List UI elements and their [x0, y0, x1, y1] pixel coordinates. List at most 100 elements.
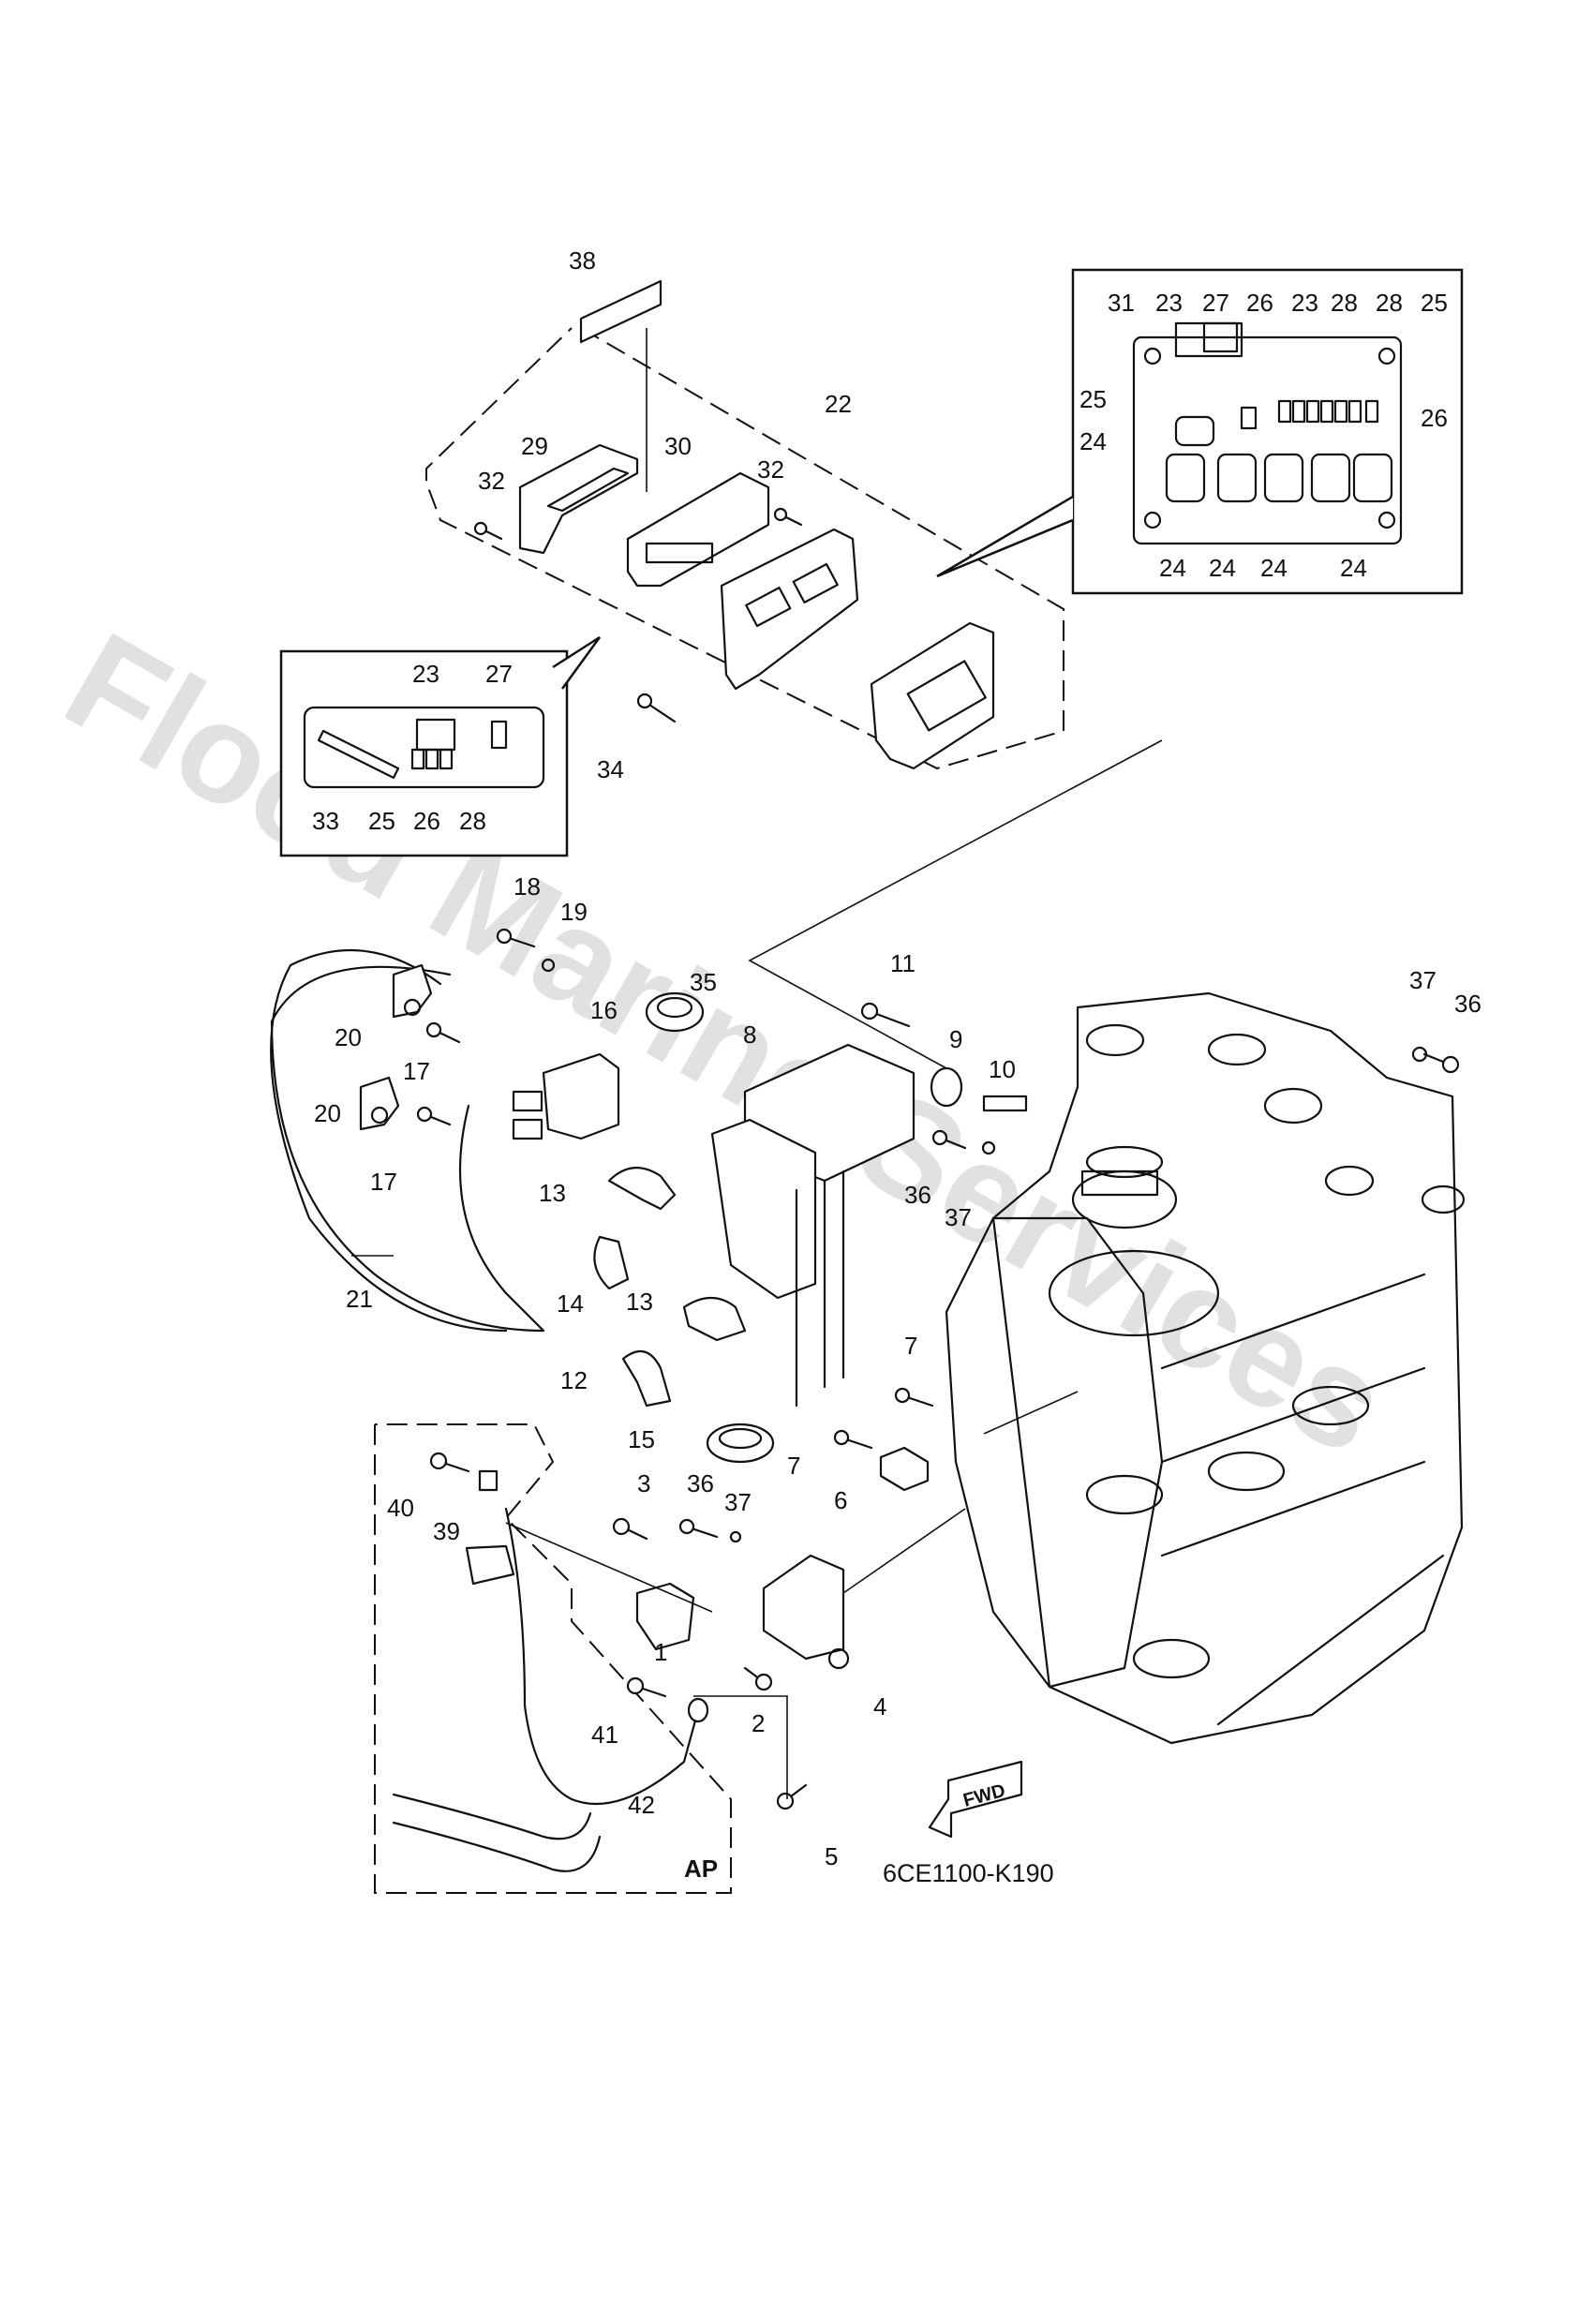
inset-callout-26a: 26 — [1246, 289, 1273, 317]
callout-37-lower: 37 — [724, 1488, 752, 1516]
grommet-35 — [645, 991, 705, 1033]
bolt-36-right — [1422, 1052, 1460, 1074]
washer-37-right — [1411, 1046, 1428, 1063]
callout-35: 35 — [690, 968, 717, 996]
callout-41: 41 — [591, 1721, 618, 1749]
callout-17-upper: 17 — [403, 1057, 430, 1085]
bolt-41 — [626, 1676, 667, 1698]
inset-callout-25b: 25 — [1079, 385, 1107, 413]
ecm-unit — [626, 471, 770, 588]
engine-block — [945, 991, 1466, 1745]
bolt-3 — [612, 1517, 648, 1541]
callout-29: 29 — [521, 432, 548, 460]
clamp-15 — [706, 1423, 775, 1464]
ap-label: AP — [684, 1855, 718, 1883]
callout-40: 40 — [387, 1494, 414, 1522]
inset-callout-23a: 23 — [1155, 289, 1183, 317]
inset-callout-25a: 25 — [1421, 289, 1448, 317]
callout-21: 21 — [346, 1285, 373, 1313]
clamp-13-lower — [682, 1296, 747, 1342]
bolt-2 — [743, 1666, 773, 1691]
callout-8: 8 — [743, 1020, 756, 1049]
callout-6: 6 — [834, 1486, 847, 1514]
cable-42 — [392, 1507, 709, 1872]
bolt-5 — [776, 1783, 808, 1810]
callout-15: 15 — [628, 1425, 655, 1453]
collar-10 — [982, 1095, 1028, 1112]
callout-19: 19 — [560, 898, 588, 926]
bolts-17-18 — [416, 928, 556, 1126]
inset-callout-23c: 23 — [412, 660, 439, 688]
ap-region-outline — [374, 1423, 732, 1894]
callout-37-mid: 37 — [945, 1203, 972, 1231]
callout-10: 10 — [989, 1055, 1016, 1083]
sensor-20-lower — [359, 1076, 400, 1131]
callout-32-left: 32 — [478, 467, 505, 495]
clamp-12 — [621, 1349, 672, 1408]
clamp-14 — [593, 1235, 630, 1290]
callout-13-upper: 13 — [539, 1179, 566, 1207]
ecm-bracket — [720, 528, 859, 691]
screw-32a — [473, 521, 503, 541]
bolt-36-lower — [678, 1518, 719, 1539]
callout-7-lower: 7 — [787, 1452, 800, 1480]
callout-18: 18 — [514, 872, 541, 901]
inset-callout-26b: 26 — [1421, 404, 1448, 432]
ecm-assembly-outline — [425, 327, 1064, 770]
inset-callout-28c: 28 — [459, 807, 486, 835]
callout-20-upper: 20 — [335, 1023, 362, 1051]
callout-4: 4 — [873, 1692, 886, 1721]
callout-17-lower: 17 — [370, 1168, 397, 1196]
ecm-cover — [518, 443, 639, 555]
bracket-8 — [710, 1043, 916, 1408]
callout-labels: 38 22 29 30 32 32 34 31 23 27 26 23 28 2… — [312, 246, 1481, 1870]
inset-callout-27b: 27 — [485, 660, 513, 688]
inset-callout-25c: 25 — [368, 807, 395, 835]
callout-11: 11 — [890, 949, 916, 977]
bolt-7-lower — [833, 1429, 873, 1450]
ecm-label-plate — [579, 279, 662, 344]
inset-callout-24e: 24 — [1340, 554, 1367, 582]
inset-callout-23b: 23 — [1291, 289, 1318, 317]
callout-7-upper: 7 — [904, 1332, 917, 1360]
callout-38: 38 — [569, 246, 596, 275]
terminal-39 — [478, 1469, 499, 1492]
inset-callout-26c: 26 — [413, 807, 440, 835]
fuse-box-detail-inset — [936, 268, 1464, 595]
callout-37-right: 37 — [1409, 966, 1437, 994]
drawing-code: 6CE1100-K190 — [883, 1859, 1054, 1887]
ecm-base-plate — [870, 621, 995, 770]
wire-harness-21 — [270, 948, 545, 1333]
washer-37-lower — [729, 1530, 742, 1543]
callout-3: 3 — [637, 1469, 650, 1497]
connector-9 — [930, 1066, 963, 1108]
callout-16: 16 — [590, 996, 618, 1024]
callout-5: 5 — [825, 1842, 838, 1870]
plate-6 — [879, 1446, 930, 1492]
washer-37-mid — [981, 1140, 996, 1155]
fwd-arrow-icon: FWD — [928, 1760, 1023, 1839]
callout-12: 12 — [560, 1366, 588, 1394]
callout-13-lower: 13 — [626, 1288, 653, 1316]
inset-callout-24a: 24 — [1079, 427, 1107, 455]
callout-36-mid: 36 — [904, 1181, 931, 1209]
callout-36-lower: 36 — [687, 1469, 714, 1497]
callout-32-right: 32 — [757, 455, 784, 484]
inset-callout-24b: 24 — [1159, 554, 1186, 582]
inset-callout-31: 31 — [1108, 289, 1135, 317]
callout-34: 34 — [597, 755, 624, 783]
screw-32b — [773, 507, 803, 527]
callout-1: 1 — [654, 1638, 667, 1666]
screw-34 — [636, 693, 677, 723]
callout-20-lower: 20 — [314, 1099, 341, 1127]
inset-callout-24c: 24 — [1209, 554, 1236, 582]
inset-callout-24d: 24 — [1260, 554, 1288, 582]
callout-42: 42 — [628, 1791, 655, 1819]
relay-16 — [512, 1052, 620, 1140]
callout-36-right: 36 — [1454, 990, 1481, 1018]
inset-callout-28b: 28 — [1376, 289, 1403, 317]
inset-callout-28a: 28 — [1331, 289, 1358, 317]
holder-1 — [635, 1582, 695, 1651]
bolt-7-upper — [894, 1387, 934, 1408]
